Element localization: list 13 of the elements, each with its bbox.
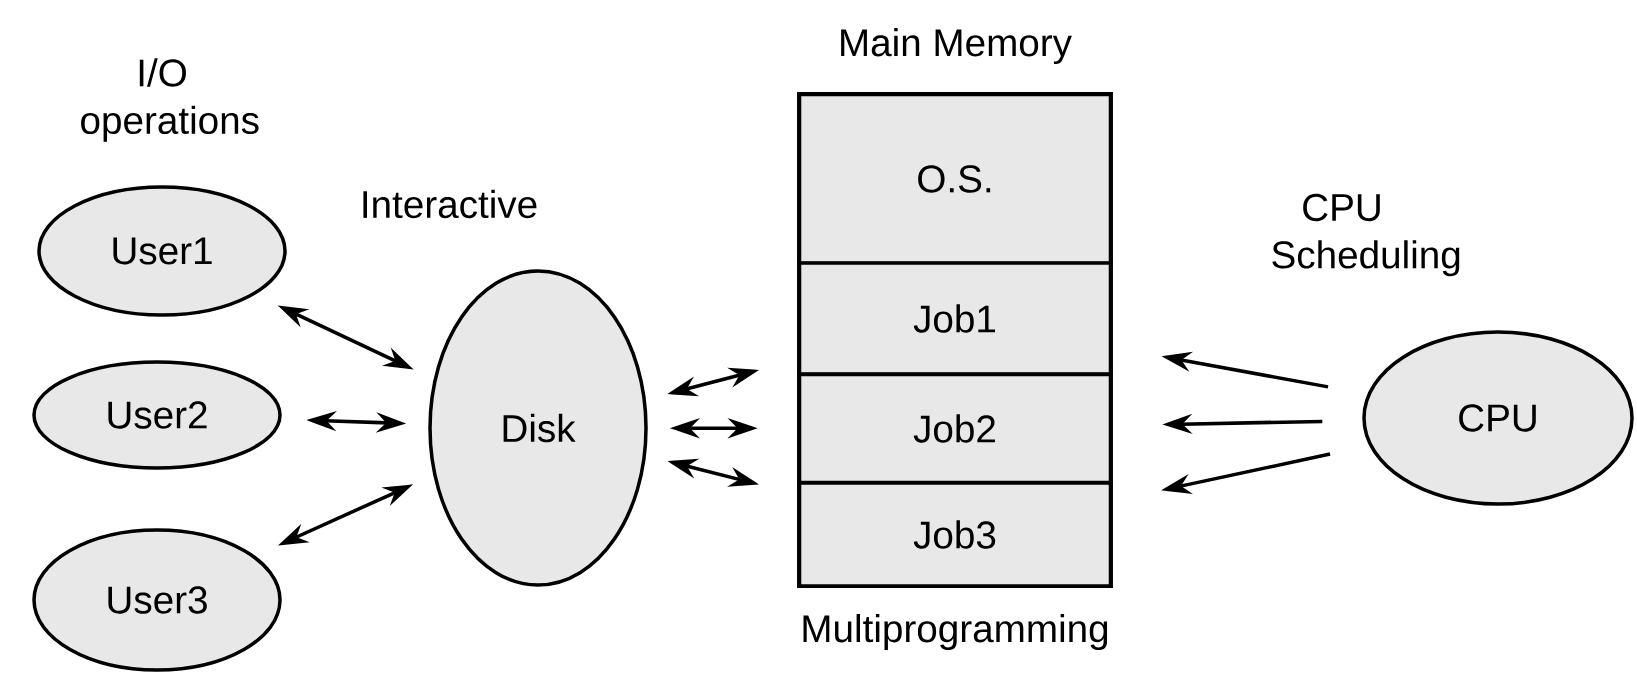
- ellipse-node: User2: [32, 360, 282, 470]
- text-label: CPU Scheduling: [1272, 193, 1460, 277]
- ellipse-node: User3: [32, 528, 282, 672]
- memory-section: Job3: [797, 481, 1113, 588]
- memory-section: Job1: [797, 261, 1113, 376]
- ellipse-node: User1: [37, 185, 287, 317]
- ellipse-node: CPU: [1362, 330, 1634, 506]
- text-label: I/O operations: [81, 58, 259, 142]
- memory-section: Job2: [797, 372, 1113, 485]
- memory-section: O.S.: [797, 92, 1113, 266]
- ellipse-node: Disk: [428, 269, 648, 587]
- text-label: Interactive: [363, 189, 537, 219]
- heading: Main Memory: [841, 28, 1072, 65]
